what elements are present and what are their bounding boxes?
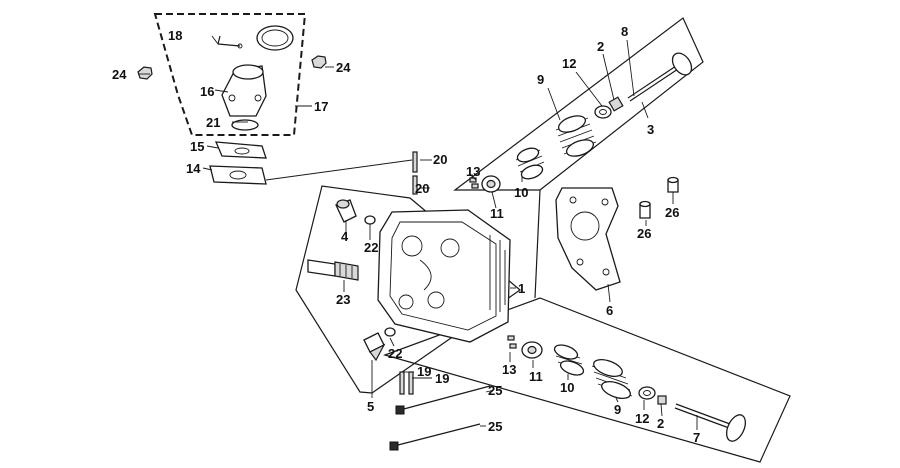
callout-11-upper: 11 [490, 206, 504, 221]
bolt-24-right-part [311, 55, 327, 69]
callout-1: 1 [518, 281, 525, 296]
callout-18: 18 [168, 28, 182, 43]
leader-lines [138, 35, 698, 430]
callout-13-lower: 13 [502, 362, 516, 377]
callout-22-upper: 22 [364, 240, 378, 255]
cylinder-head-group-outline [295, 185, 521, 394]
cylinder-head-part [377, 209, 511, 343]
upper-valve-group-outline [453, 17, 704, 191]
callout-12-upper: 12 [562, 56, 576, 71]
thermostat-cover-part [221, 25, 294, 117]
callout-25-upper: 25 [488, 383, 502, 398]
dowel-26-right-part [667, 176, 679, 193]
sensor-5-part [363, 332, 386, 362]
washer-22-lower-part [384, 327, 396, 337]
callout-16: 16 [200, 84, 214, 99]
stud-20-part [412, 151, 418, 195]
callout-24-right: 24 [336, 60, 351, 75]
cotter-13-upper-part [469, 177, 479, 189]
callout-5: 5 [367, 399, 374, 414]
callout-3: 3 [647, 122, 654, 137]
thermostat-o-ring-part [231, 119, 259, 131]
inner-spring-10-upper-part [515, 147, 545, 180]
long-bolt-25-lower-part [389, 423, 481, 451]
inner-spring-10-lower-part [553, 344, 585, 376]
sensor-4-part [335, 199, 357, 223]
callout-10-upper: 10 [514, 185, 528, 200]
callout-22-lower: 22 [388, 346, 402, 361]
retainer-12-lower-part [638, 386, 656, 400]
stud-19-part [399, 371, 414, 395]
long-bolt-25-upper-part [395, 385, 491, 415]
callout-9-upper: 9 [537, 72, 544, 87]
head-gasket-6-part [555, 187, 621, 291]
callout-20-upper: 20 [433, 152, 447, 167]
valve-cotter-2-lower-part [657, 395, 667, 405]
spring-seat-11-lower-part [521, 341, 543, 359]
callout-17: 17 [314, 99, 328, 114]
callout-6: 6 [606, 303, 613, 318]
valve-7-part [674, 403, 747, 442]
callout-11-lower: 11 [529, 369, 543, 384]
callout-13-upper: 13 [466, 164, 480, 179]
outer-spring-9-lower-part [591, 359, 633, 399]
callout-23: 23 [336, 292, 350, 307]
dowel-26-left-part [639, 200, 651, 219]
gasket-15-part [214, 141, 267, 159]
callout-24-left: 24 [112, 67, 127, 82]
callout-20-lower: 20 [415, 181, 429, 196]
callout-25-lower: 25 [488, 419, 502, 434]
thermostat-group-outline [153, 13, 307, 136]
callout-12-lower: 12 [635, 411, 649, 426]
callout-21: 21 [206, 115, 220, 130]
valve-8-part [627, 52, 693, 102]
callout-7: 7 [693, 430, 700, 445]
callout-labels: 18 16 17 21 15 14 24 24 20 20 13 11 4 22… [112, 24, 700, 445]
outer-spring-9-upper-part [555, 115, 597, 157]
callout-19-lower: 19 [435, 371, 449, 386]
gasket-bracket-line [534, 189, 541, 299]
valve-cotter-2-upper-part [608, 96, 624, 112]
retainer-12-upper-part [594, 105, 612, 119]
callout-19-upper: 19 [417, 364, 431, 379]
callout-10-lower: 10 [560, 380, 574, 395]
callout-15: 15 [190, 139, 204, 154]
gasket-leader-line [265, 159, 413, 181]
bolt-24-left-part [137, 66, 153, 80]
callout-26-right: 26 [665, 205, 679, 220]
callout-4: 4 [341, 229, 349, 244]
cotter-13-lower-part [507, 335, 517, 349]
spring-seat-11-upper-part [481, 175, 501, 193]
thermostat-clip-part [217, 35, 243, 49]
callout-14: 14 [186, 161, 201, 176]
callout-2-lower: 2 [657, 416, 664, 431]
callout-8: 8 [621, 24, 628, 39]
spark-plug-23-part [307, 259, 359, 281]
gasket-14-part [209, 165, 267, 185]
washer-22-upper-part [364, 215, 376, 225]
callout-26-left: 26 [637, 226, 651, 241]
callout-9-lower: 9 [614, 402, 621, 417]
callout-2-upper: 2 [597, 39, 604, 54]
